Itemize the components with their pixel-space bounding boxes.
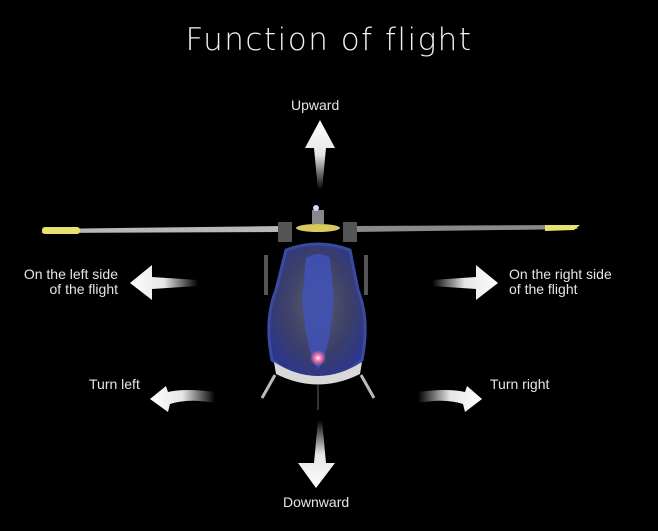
turn-left-arrow-icon [150, 386, 215, 412]
downward-label: Downward [283, 494, 350, 510]
left-side-label-line1: On the left side [23, 266, 118, 282]
turn-left-label: Turn left [89, 376, 140, 392]
right-side-label-line1: On the right side [509, 266, 612, 282]
right-side-label-line2: of the flight [509, 281, 578, 297]
upward-label: Upward [291, 97, 340, 113]
turn-right-arrow-icon [418, 386, 482, 412]
turn-right-label: Turn right [490, 376, 550, 392]
right-side-label: On the right side of the flight [509, 267, 612, 297]
helicopter-image [42, 205, 580, 410]
upward-arrow-icon [305, 120, 335, 190]
left-arrow-icon [130, 265, 198, 300]
left-side-label-line2: of the flight [49, 281, 119, 297]
downward-arrow-icon [298, 420, 335, 488]
left-side-label: On the left side of the flight [0, 267, 118, 297]
right-arrow-icon [432, 265, 498, 300]
page-title: Function of flight [185, 22, 473, 58]
